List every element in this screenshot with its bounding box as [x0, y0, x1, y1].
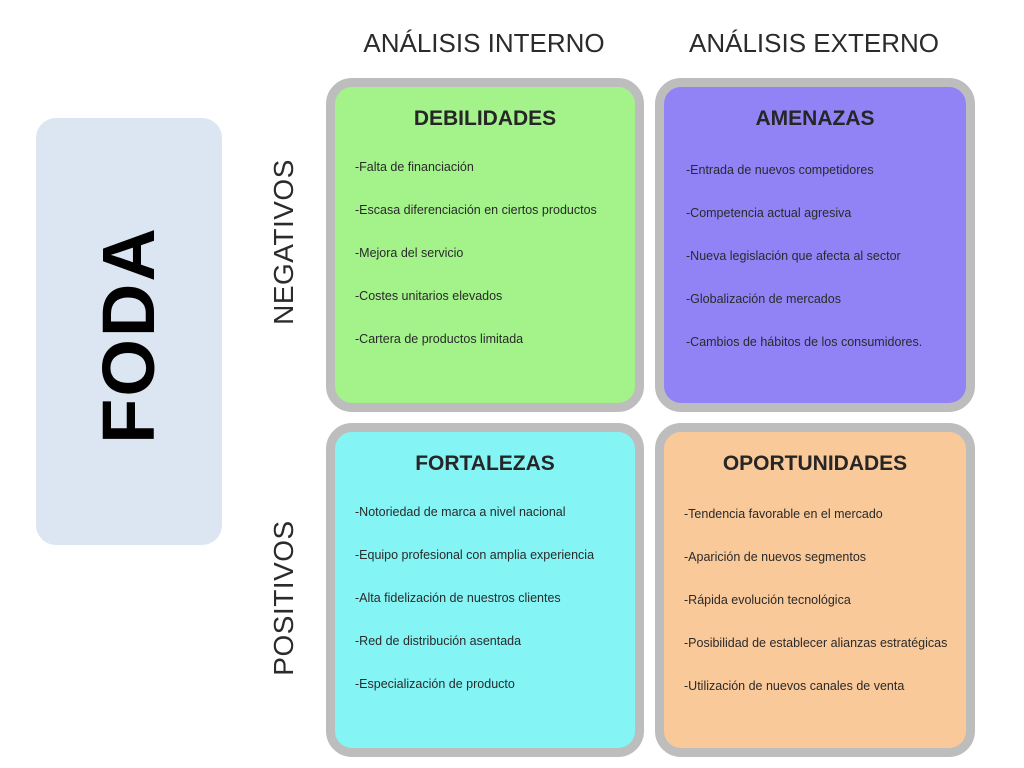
- quadrant-oportunidades: OPORTUNIDADES -Tendencia favorable en el…: [655, 423, 975, 757]
- foda-panel: [36, 118, 222, 545]
- quadrant-title: AMENAZAS: [755, 107, 875, 130]
- quadrant-title: FORTALEZAS: [415, 452, 555, 475]
- row-label-negativos: NEGATIVOS: [268, 159, 299, 325]
- list-item: -Entrada de nuevos competidores: [686, 163, 874, 177]
- list-item: -Alta fidelización de nuestros clientes: [355, 591, 561, 605]
- list-item: -Posibilidad de establecer alianzas estr…: [684, 636, 948, 650]
- quadrant-list: -Tendencia favorable en el mercado -Apar…: [684, 506, 958, 721]
- list-item: -Aparición de nuevos segmentos: [684, 550, 867, 564]
- list-item: -Tendencia favorable en el mercado: [684, 507, 883, 521]
- quadrant-list: -Notoriedad de marca a nivel nacional -E…: [355, 504, 627, 719]
- quadrant-title: OPORTUNIDADES: [722, 452, 908, 475]
- list-item: -Especialización de producto: [355, 677, 515, 691]
- quadrant-title: DEBILIDADES: [413, 107, 557, 130]
- row-label-positivos: POSITIVOS: [268, 520, 299, 676]
- list-item: -Falta de financiación: [355, 160, 474, 174]
- list-item: -Competencia actual agresiva: [686, 206, 852, 220]
- list-item: -Cambios de hábitos de los consumidores.: [686, 335, 923, 349]
- header-analisis-interno: ANÁLISIS INTERNO: [363, 28, 605, 58]
- quadrant-list: -Falta de financiación -Escasa diferenci…: [355, 159, 627, 374]
- list-item: -Red de distribución asentada: [355, 634, 522, 648]
- list-item: -Mejora del servicio: [355, 246, 464, 260]
- quadrant-fortalezas: FORTALEZAS -Notoriedad de marca a nivel …: [326, 423, 644, 757]
- list-item: -Equipo profesional con amplia experienc…: [355, 548, 595, 562]
- list-item: -Escasa diferenciación en ciertos produc…: [355, 203, 597, 217]
- list-item: -Nueva legislación que afecta al sector: [686, 249, 901, 263]
- list-item: -Costes unitarios elevados: [355, 289, 503, 303]
- header-analisis-externo: ANÁLISIS EXTERNO: [689, 28, 939, 58]
- quadrant-amenazas: AMENAZAS -Entrada de nuevos competidores…: [655, 78, 975, 412]
- quadrant-debilidades: DEBILIDADES -Falta de financiación -Esca…: [326, 78, 644, 412]
- list-item: -Rápida evolución tecnológica: [684, 593, 851, 607]
- quadrant-list: -Entrada de nuevos competidores -Compete…: [686, 162, 958, 377]
- list-item: -Notoriedad de marca a nivel nacional: [355, 505, 566, 519]
- foda-title: FODA: [87, 226, 170, 444]
- list-item: -Utilización de nuevos canales de venta: [684, 679, 905, 693]
- list-item: -Globalización de mercados: [686, 292, 841, 306]
- list-item: -Cartera de productos limitada: [355, 332, 524, 346]
